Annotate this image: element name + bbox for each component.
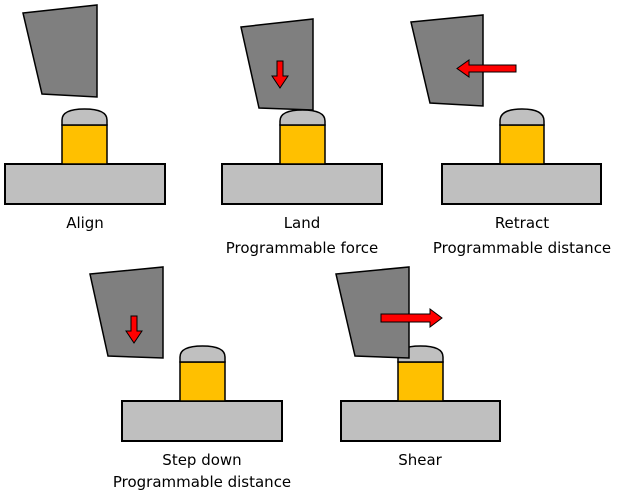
step-sublabel: Programmable force (226, 239, 379, 257)
shear-tool (410, 14, 484, 107)
step-label: Land (284, 214, 321, 232)
shear-tool (89, 266, 164, 359)
step-label: Step down (162, 451, 241, 469)
bump-cap (61, 108, 108, 126)
arrow-right-icon (380, 308, 443, 328)
step-shear: Shear (335, 266, 501, 469)
bump-cap (279, 109, 326, 126)
step-label: Retract (495, 214, 549, 232)
step-align: Align (4, 4, 166, 232)
step-land: Land Programmable force (221, 18, 383, 257)
substrate (221, 163, 383, 205)
step-sublabel: Programmable distance (433, 239, 611, 257)
arrow-left-icon (456, 59, 517, 78)
step-sublabel: Programmable distance (113, 473, 291, 491)
substrate (441, 163, 602, 205)
bump-pillar (397, 361, 444, 402)
bump-cap (179, 345, 226, 363)
solder-bump (279, 109, 326, 165)
step-label: Shear (398, 451, 442, 469)
arrow-down-icon (271, 60, 289, 89)
substrate (4, 163, 166, 205)
bump-pillar (179, 361, 226, 402)
bump-pillar (61, 124, 108, 165)
substrate (121, 400, 283, 442)
shear-tool (335, 266, 410, 359)
solder-bump (499, 108, 545, 165)
step-label: Align (66, 214, 104, 232)
shear-tool (22, 4, 98, 98)
bump-pillar (499, 124, 545, 165)
substrate (340, 400, 501, 442)
solder-bump (61, 108, 108, 165)
bump-cap (499, 108, 545, 126)
step-retract: Retract Programmable distance (410, 14, 611, 257)
step-step-down: Step down Programmable distance (89, 266, 291, 491)
bump-pillar (279, 124, 326, 165)
arrow-down-icon (125, 315, 143, 344)
solder-bump (179, 345, 226, 402)
